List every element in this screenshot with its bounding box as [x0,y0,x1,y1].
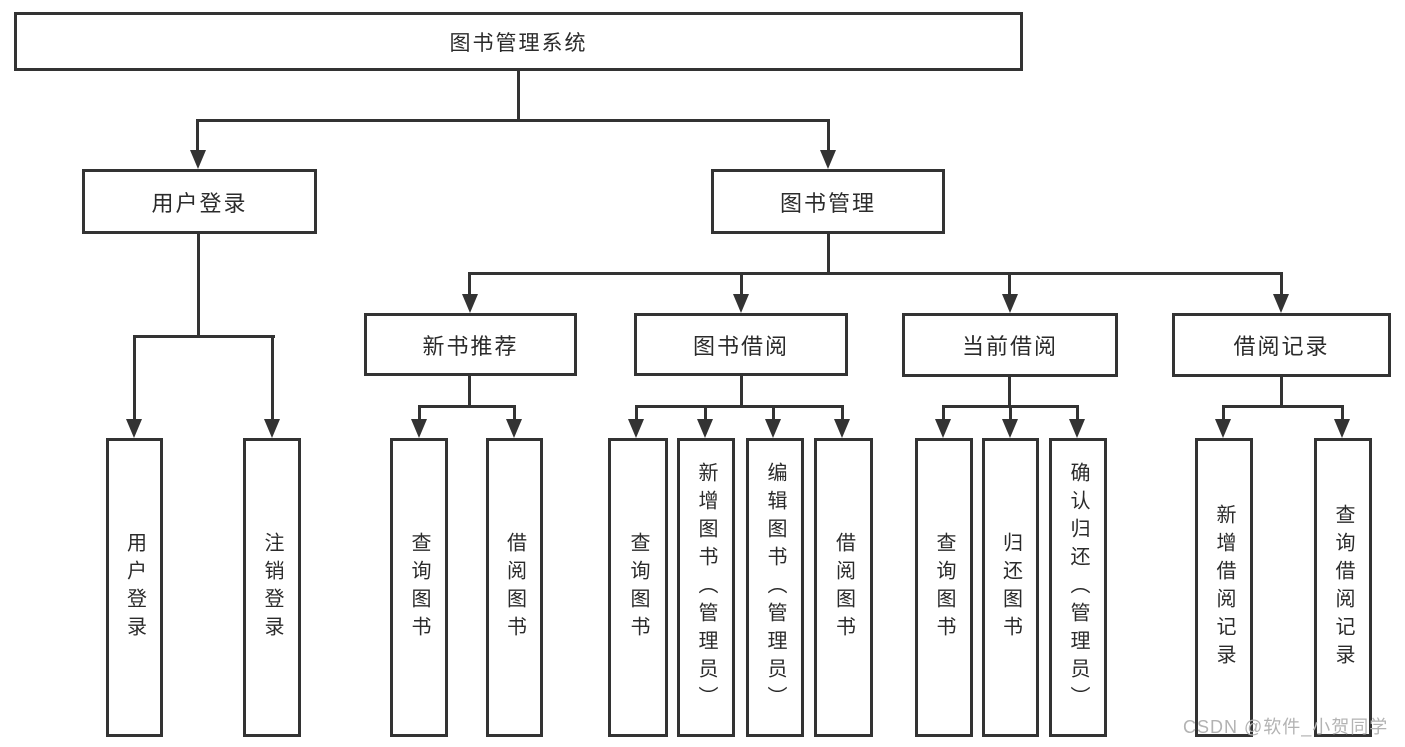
leaf-add-books-admin: 新增图书（管理员） [677,438,735,737]
leaf-query-borrow-record: 查询借阅记录 [1314,438,1372,737]
arrow-down-icon [765,419,781,438]
arrow-down-icon [126,419,142,438]
leaf-borrow-books-2: 借阅图书 [814,438,873,737]
node-new-book-recommend-label: 新书推荐 [422,333,519,359]
leaf-query-borrow-record-label: 查询借阅记录 [1332,503,1354,672]
connector-line [513,405,516,421]
leaf-logout: 注销登录 [243,438,301,737]
leaf-add-books-admin-label: 新增图书（管理员） [695,461,717,714]
leaf-add-borrow-record: 新增借阅记录 [1195,438,1253,737]
leaf-return-books: 归还图书 [982,438,1039,737]
connector-line [841,405,844,421]
leaf-add-borrow-record-label: 新增借阅记录 [1213,503,1235,672]
arrow-down-icon [628,419,644,438]
leaf-query-books-2: 查询图书 [608,438,668,737]
connector-line [1222,405,1344,408]
node-book-borrow-label: 图书借阅 [692,333,789,359]
node-root-label: 图书管理系统 [449,31,588,55]
leaf-query-books-3: 查询图书 [915,438,973,737]
arrow-down-icon [820,150,836,169]
connector-line [1008,272,1011,297]
csdn-watermark: CSDN @软件_小贺同学 [1183,717,1389,737]
arrow-down-icon [506,419,522,438]
connector-line [827,234,830,275]
leaf-query-books-1: 查询图书 [390,438,448,737]
leaf-borrow-books-2-label: 借阅图书 [832,531,855,644]
arrow-down-icon [1002,294,1018,313]
connector-line [635,405,638,421]
leaf-user-login-label: 用户登录 [123,531,146,644]
node-borrow-records-label: 借阅记录 [1233,334,1330,359]
arrow-down-icon [1334,419,1350,438]
node-current-borrow-label: 当前借阅 [961,334,1058,359]
connector-line [468,272,471,297]
leaf-edit-books-admin-label: 编辑图书（管理员） [764,461,786,714]
connector-line [1076,405,1079,421]
node-borrow-records: 借阅记录 [1172,313,1391,377]
arrow-down-icon [697,419,713,438]
connector-line [418,405,516,408]
leaf-borrow-books-1: 借阅图书 [486,438,543,737]
connector-line [197,234,200,338]
connector-line [635,405,844,408]
connector-line [827,119,830,152]
connector-line [772,405,775,421]
arrow-down-icon [834,419,850,438]
arrow-down-icon [1215,419,1231,438]
arrow-down-icon [264,419,280,438]
connector-line [1222,405,1225,421]
leaf-edit-books-admin: 编辑图书（管理员） [746,438,804,737]
node-root: 图书管理系统 [14,12,1023,71]
leaf-return-books-label: 归还图书 [999,531,1022,644]
leaf-user-login: 用户登录 [106,438,163,737]
node-user-login-label: 用户登录 [151,190,248,216]
connector-line [517,70,520,121]
node-book-management-label: 图书管理 [779,190,876,216]
connector-line [196,119,199,152]
connector-line [133,335,275,338]
leaf-borrow-books-1-label: 借阅图书 [503,531,526,644]
leaf-confirm-return-admin-label: 确认归还（管理员） [1067,461,1089,714]
arrow-down-icon [190,150,206,169]
connector-line [1280,272,1283,297]
node-new-book-recommend: 新书推荐 [364,313,577,376]
arrow-down-icon [1273,294,1289,313]
node-user-login: 用户登录 [82,169,317,234]
node-book-borrow: 图书借阅 [634,313,848,376]
leaf-query-books-2-label: 查询图书 [627,531,649,644]
connector-line [468,376,471,408]
connector-line [133,335,136,420]
connector-line [1280,377,1283,408]
connector-line [418,405,421,421]
connector-line [271,335,274,420]
connector-line [1008,377,1011,408]
arrow-down-icon [1069,419,1085,438]
arrow-down-icon [1002,419,1018,438]
connector-line [1009,405,1012,421]
arrow-down-icon [462,294,478,313]
node-book-management: 图书管理 [711,169,945,234]
leaf-query-books-3-label: 查询图书 [933,531,955,644]
connector-line [942,405,945,421]
leaf-logout-label: 注销登录 [261,531,283,644]
arrow-down-icon [733,294,749,313]
connector-line [740,376,743,408]
connector-line [196,119,830,122]
node-current-borrow: 当前借阅 [902,313,1118,377]
leaf-query-books-1-label: 查询图书 [408,531,430,644]
leaf-confirm-return-admin: 确认归还（管理员） [1049,438,1107,737]
connector-line [704,405,707,421]
connector-line [1341,405,1344,421]
connector-line [468,272,1283,275]
arrow-down-icon [935,419,951,438]
arrow-down-icon [411,419,427,438]
connector-line [740,272,743,297]
